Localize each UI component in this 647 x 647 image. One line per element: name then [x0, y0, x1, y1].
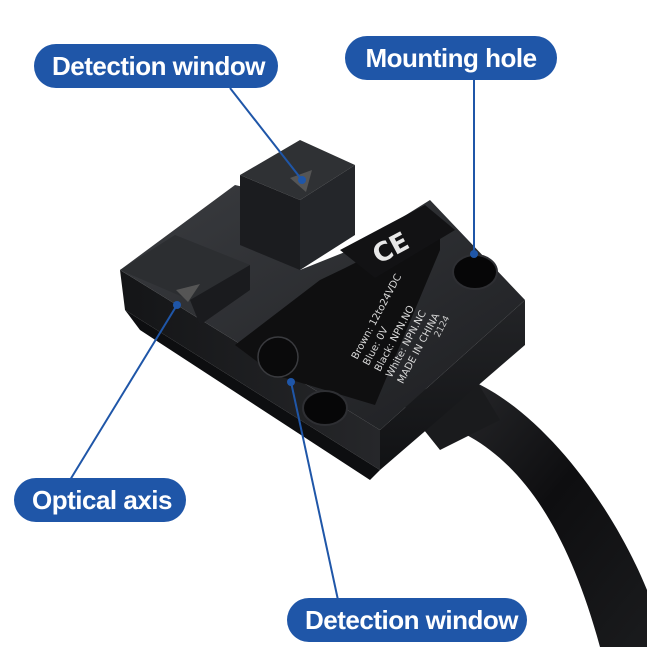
left-arm-front	[190, 265, 250, 325]
left-arm-top	[120, 235, 250, 300]
right-arm-top	[240, 140, 355, 200]
window-lower	[176, 284, 200, 302]
callout-optical-axis: Optical axis	[14, 478, 186, 522]
mounting-hole-front	[302, 390, 348, 426]
right-arm-front	[240, 175, 300, 270]
leader-dot-bottom-left	[173, 301, 181, 309]
detection-window-front	[257, 336, 299, 378]
leader-bottom-center	[290, 381, 339, 601]
leader-bottom-left	[69, 304, 178, 481]
mounting-hole-right	[452, 254, 498, 290]
right-arm-side	[300, 165, 355, 270]
leader-top-left	[229, 87, 303, 181]
body-lower-left	[125, 310, 380, 480]
leader-dot-top-right	[470, 250, 478, 258]
leader-dot-top-left	[298, 176, 306, 184]
leader-dot-bottom-center	[287, 378, 295, 386]
callout-mounting-hole: Mounting hole	[345, 36, 557, 80]
ce-plate	[340, 205, 455, 278]
cable	[430, 380, 647, 647]
callout-detection-window-bottom: Detection window	[287, 598, 527, 642]
callout-detection-window-top: Detection window	[34, 44, 278, 88]
body-right-face	[380, 300, 525, 470]
